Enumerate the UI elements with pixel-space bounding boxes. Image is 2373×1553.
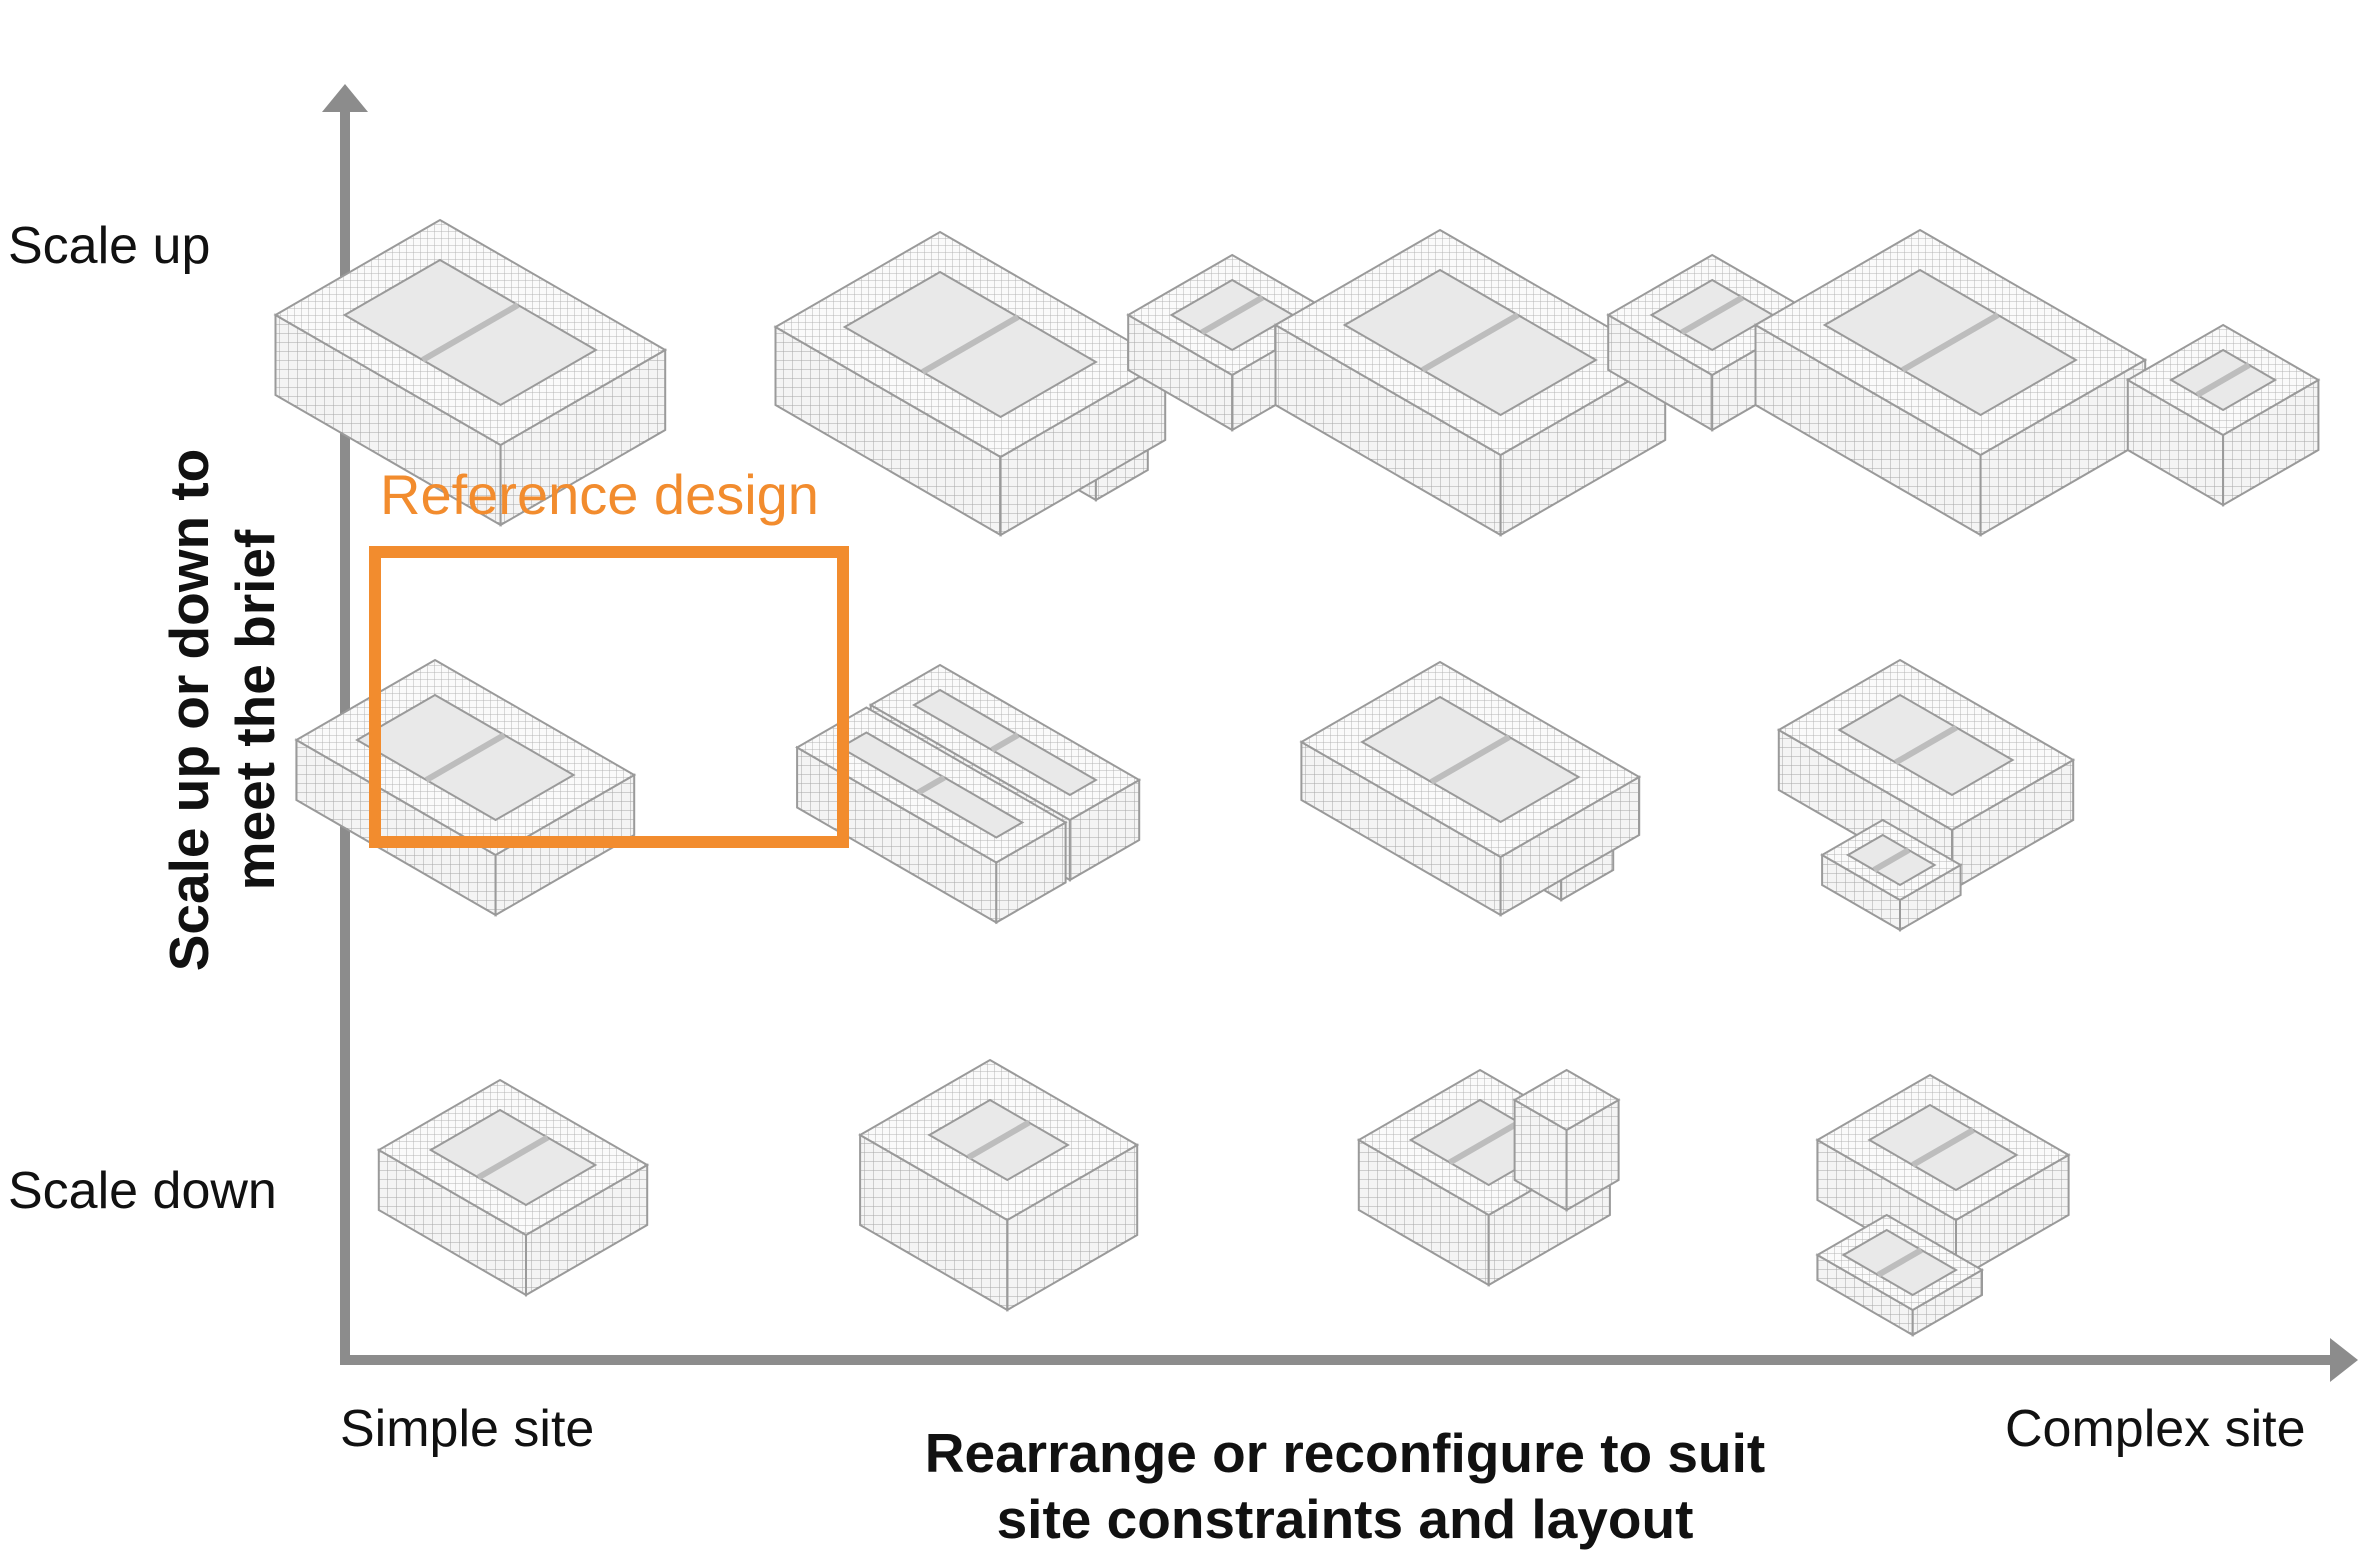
simple-site-label: Simple site — [340, 1400, 595, 1458]
building-model — [1299, 660, 1642, 917]
building-model — [376, 1078, 650, 1297]
building-model — [773, 230, 1168, 537]
x-axis-title-line2: site constraints and layout — [996, 1488, 1694, 1550]
complex-site-label: Complex site — [2005, 1400, 2306, 1458]
building-model — [858, 1058, 1140, 1312]
reference-design-box — [369, 546, 849, 848]
building-model — [1126, 228, 1668, 537]
y-axis-title: Scale up or down to meet the brief — [156, 449, 288, 972]
y-axis-title-line2: meet the brief — [224, 529, 286, 891]
building-model — [273, 218, 668, 527]
scale-up-label: Scale up — [8, 217, 211, 275]
building-model — [1815, 1073, 2071, 1337]
scale-down-label: Scale down — [8, 1162, 277, 1220]
building-models — [273, 218, 2321, 1337]
reference-design-label: Reference design — [380, 463, 819, 526]
building-model — [1606, 228, 2321, 537]
building-model — [1356, 1068, 1621, 1287]
building-model — [1776, 658, 2076, 932]
x-axis-title: Rearrange or reconfigure to suit site co… — [880, 1420, 1810, 1552]
y-axis-title-line1: Scale up or down to — [158, 448, 220, 972]
x-axis-arrow — [2330, 1338, 2358, 1382]
y-axis-arrow — [322, 84, 368, 112]
x-axis-title-line1: Rearrange or reconfigure to suit — [924, 1422, 1766, 1484]
